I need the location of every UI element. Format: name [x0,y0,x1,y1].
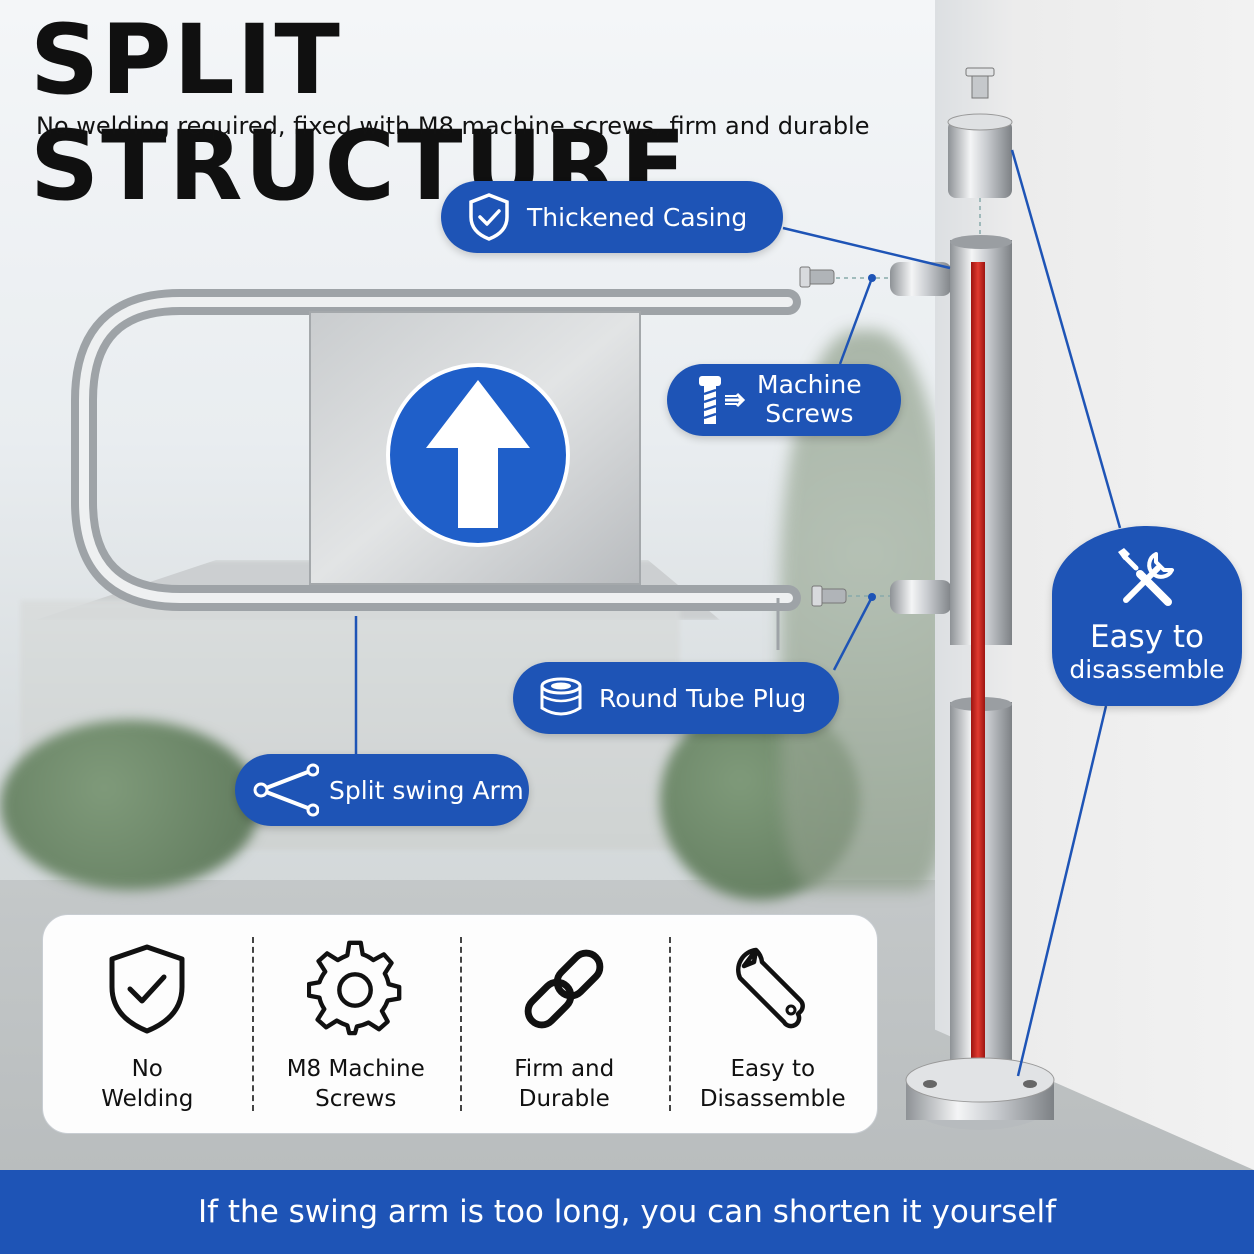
shield-check-icon [97,939,197,1039]
footer-banner: If the swing arm is too long, you can sh… [0,1170,1254,1254]
callout-thickened-casing: Thickened Casing [441,181,783,253]
callout-round-tube-plug: Round Tube Plug [513,662,839,734]
callout-split-swing-arm: Split swing Arm [235,754,529,826]
arm-connector-bottom [890,580,952,614]
feature-firm-durable: Firm and Durable [460,915,669,1133]
feature-label: No Welding [101,1056,194,1112]
split-arm-icon [247,762,319,818]
bush [0,720,260,890]
callout-label-line2: disassemble [1069,655,1225,685]
feature-easy-disassemble: Easy to Disassemble [668,915,878,1133]
wrench-icon [723,939,823,1039]
feature-panel: No Welding M8 Machine Screws Firm and Du… [42,914,878,1134]
callout-label-line2: Screws [765,399,854,428]
chain-link-icon [514,939,614,1039]
screw-bottom [811,585,847,607]
callout-easy-disassemble: Easy to disassemble [1052,526,1242,706]
callout-label: Thickened Casing [527,202,748,232]
post-top-cap [948,120,1012,198]
up-arrow-icon [426,380,530,528]
callout-label-line1: Easy to [1089,619,1205,655]
callout-label: Split swing Arm [329,775,524,805]
red-strip-upper [971,262,985,645]
feature-label: Firm and Durable [514,1056,615,1112]
callout-label: Machine Screws [757,370,862,429]
callout-label: Round Tube Plug [599,683,807,713]
callout-machine-screws: Machine Screws [667,364,901,436]
feature-m8-machine-screws: M8 Machine Screws [251,915,461,1133]
feature-label: M8 Machine Screws [286,1056,425,1112]
feature-no-welding: No Welding [43,915,252,1133]
feature-label: Easy to Disassemble [699,1056,846,1112]
swing-gate-illustration [71,67,1122,1130]
page-subtitle: No welding required, fixed with M8 machi… [36,112,870,140]
screw-top [799,266,835,288]
screw-icon [691,370,751,430]
callout-label-line1: Machine [757,370,862,400]
tube-plug-icon [537,674,585,722]
tools-icon [1112,544,1182,614]
arm-connector-top [890,262,952,296]
red-strip-lower [971,645,985,1085]
leader-lines [354,149,1122,1077]
shield-check-icon [463,191,515,243]
gear-icon [306,939,406,1039]
footer-text: If the swing arm is too long, you can sh… [197,1194,1057,1230]
